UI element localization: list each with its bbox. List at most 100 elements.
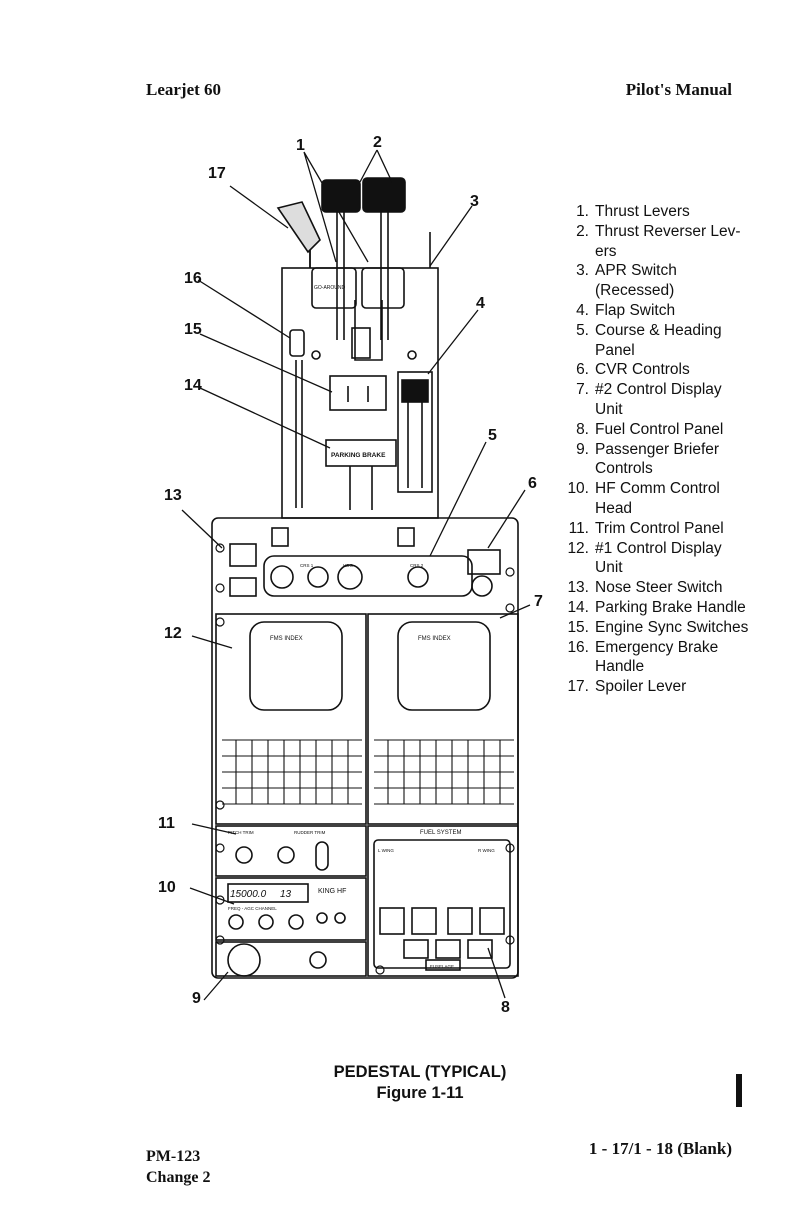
- legend-item: 15.Engine Sync Switches: [562, 618, 782, 638]
- cdu-right-screen: [397, 621, 491, 711]
- callout-9: 9: [192, 990, 201, 1007]
- legend-item: Unit: [562, 400, 782, 420]
- legend-text: (Recessed): [595, 282, 675, 300]
- legend-item: 16. Emergency Brake: [562, 638, 782, 658]
- course-heading-panel: [263, 555, 473, 597]
- trim-control-panel: [215, 825, 367, 877]
- passenger-briefer-panel: [215, 941, 367, 977]
- legend-number: 8.: [576, 420, 589, 438]
- crs2-label: CRS 2: [410, 563, 424, 568]
- cdu-left-keypad: [222, 739, 362, 805]
- legend-number: 10.: [567, 480, 589, 498]
- rudder-trim-label: RUDDER TRIM: [294, 830, 326, 835]
- legend-number: 9.: [576, 440, 589, 458]
- legend-text: Flap Switch: [595, 301, 676, 319]
- fuel-control-panel: [367, 825, 519, 977]
- caption-title: PEDESTAL (TYPICAL): [333, 1063, 507, 1081]
- callout-5: 5: [488, 427, 497, 444]
- king-hf-label: KING HF: [318, 888, 346, 895]
- legend-item: 6. CVR Controls: [562, 360, 782, 380]
- legend-text: Unit: [595, 559, 623, 577]
- l-wing-label: L WING: [378, 848, 394, 853]
- callout-12: 12: [164, 625, 182, 642]
- hf-comm-panel: [215, 877, 367, 941]
- legend-number: 13.: [567, 579, 589, 597]
- legend-item: Controls: [562, 459, 782, 479]
- callout-16: 16: [184, 270, 202, 287]
- pedestal-figure: GO-AROUND PARKING BRAKE FMS INDEX FMS IN…: [158, 134, 543, 1016]
- engine-sync-switches: [329, 375, 387, 411]
- legend-item: 14.Parking Brake Handle: [562, 598, 782, 618]
- r-wing-label: R WING: [478, 848, 495, 853]
- callout-14: 14: [184, 377, 202, 394]
- flap-switch-track: [397, 371, 433, 493]
- legend-item: 1. Thrust Levers: [562, 202, 782, 222]
- legend-number: 3.: [576, 262, 589, 280]
- flap-switch-handle: [401, 379, 429, 403]
- callout-17: 17: [208, 165, 226, 182]
- legend-text: CVR Controls: [595, 361, 690, 379]
- legend-item: (Recessed): [562, 281, 782, 301]
- legend-item: 3. APR Switch: [562, 261, 782, 281]
- legend-text: HF Comm Control: [595, 480, 720, 498]
- hf-channel: 13: [280, 889, 292, 900]
- callout-1: 1: [296, 137, 305, 154]
- legend-number: 11.: [568, 519, 589, 537]
- footer-left: PM-123 Change 2: [146, 1146, 210, 1188]
- legend-text: #1 Control Display: [595, 539, 722, 557]
- callout-4: 4: [476, 295, 485, 312]
- legend-number: 1.: [576, 203, 589, 220]
- legend-item: 5.Course & Heading: [562, 321, 782, 341]
- pitch-trim-label: PITCH TRIM: [228, 830, 254, 835]
- legend-text: Spoiler Lever: [595, 678, 687, 696]
- cdu-left-screen: [249, 621, 343, 711]
- legend-item: 7.#2 Control Display: [562, 380, 782, 400]
- legend-item: Handle: [562, 657, 782, 677]
- parking-brake-label: PARKING BRAKE: [331, 452, 386, 459]
- legend-number: 6.: [576, 361, 589, 379]
- callout-2: 2: [373, 134, 382, 151]
- callout-7: 7: [534, 593, 543, 610]
- legend-text: Thrust Reverser Lev-: [595, 222, 741, 240]
- hdg-label: HDG: [343, 563, 353, 568]
- legend-number: 15.: [567, 618, 589, 636]
- legend-text: APR Switch: [595, 262, 677, 280]
- callout-11: 11: [158, 815, 175, 832]
- legend-item: 8.Fuel Control Panel: [562, 420, 782, 440]
- legend-text: Nose Steer Switch: [595, 579, 723, 597]
- footer-doc-number: PM-123: [146, 1148, 201, 1165]
- callout-8: 8: [501, 999, 510, 1016]
- fuel-system-label: FUEL SYSTEM: [420, 830, 461, 836]
- emergency-brake-handle: [289, 329, 305, 357]
- callout-15: 15: [184, 321, 202, 338]
- fuselage-label: FUSELAGE: [430, 964, 454, 969]
- legend-item: 12.#1 Control Display: [562, 539, 782, 559]
- legend-text: Passenger Briefer: [595, 440, 720, 458]
- legend-item: 9. Passenger Briefer: [562, 440, 782, 460]
- go-around-left: [311, 267, 357, 309]
- parking-brake-handle: [325, 439, 397, 467]
- thrust-lever-right: [362, 177, 406, 213]
- cdu-right-keypad: [374, 739, 514, 805]
- callout-3: 3: [470, 193, 479, 210]
- legend-item: Panel: [562, 341, 782, 361]
- legend-text: Parking Brake Handle: [595, 598, 746, 616]
- caption-figure-number: Figure 1-11: [376, 1084, 464, 1102]
- legend-item: 10. HF Comm Control: [562, 479, 782, 499]
- legend-item: Unit: [562, 558, 782, 578]
- legend-text: Emergency Brake: [595, 638, 719, 656]
- legend-text: Thrust Levers: [595, 203, 690, 220]
- legend-item: 17.Spoiler Lever: [562, 677, 782, 697]
- legend-text: Head: [595, 499, 633, 517]
- freq-agc-label: FREQ - AGC CHANNEL: [228, 906, 277, 911]
- legend-number: 5.: [576, 321, 589, 339]
- fms-index-left: FMS INDEX: [270, 636, 303, 642]
- go-around-right: [361, 267, 405, 309]
- legend-number: 16.: [567, 638, 589, 656]
- legend-text: ers: [595, 242, 617, 260]
- legend-text: Handle: [595, 658, 645, 676]
- change-bar: [736, 1074, 742, 1107]
- legend-text: Panel: [595, 341, 635, 359]
- legend-item: 11.Trim Control Panel: [562, 519, 782, 539]
